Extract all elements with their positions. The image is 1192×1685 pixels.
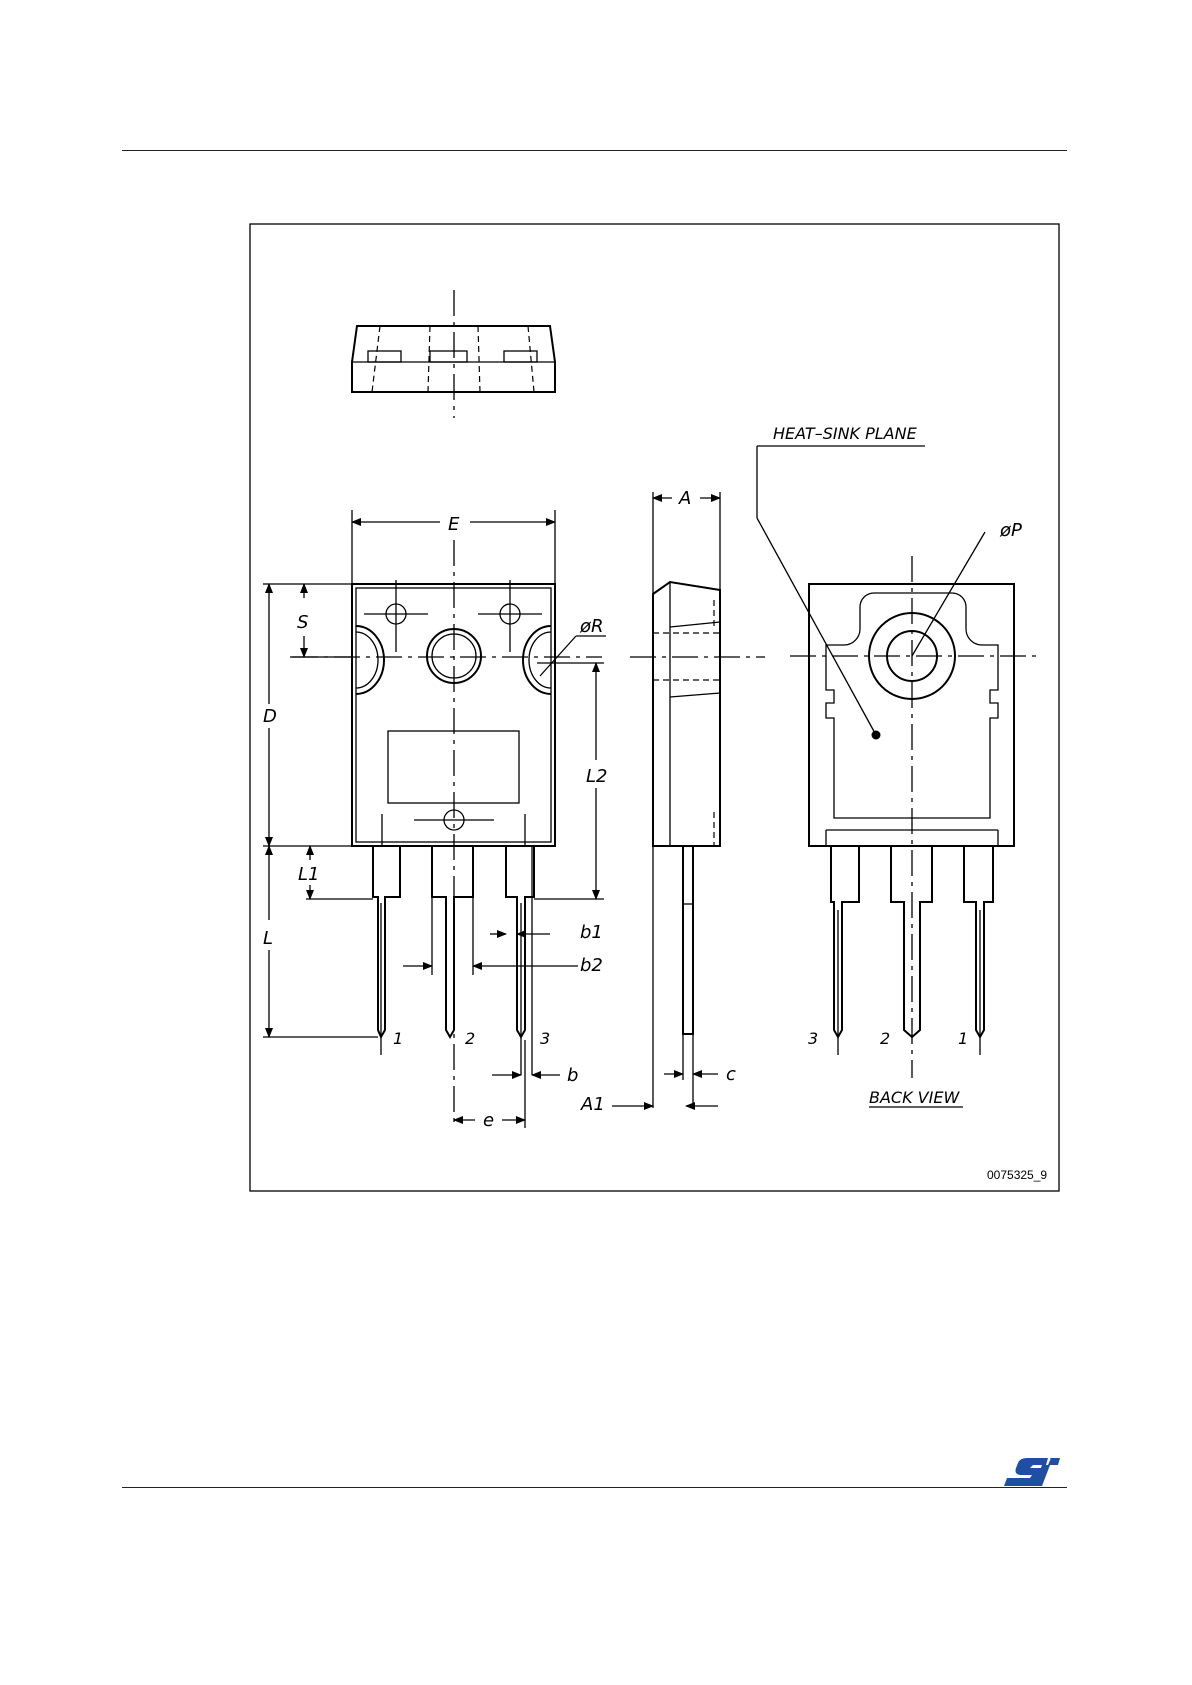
dim-label-L2: L2 bbox=[586, 766, 607, 787]
dim-label-A: A bbox=[678, 488, 691, 509]
dim-label-A1: A1 bbox=[580, 1094, 605, 1115]
dim-label-L1: L1 bbox=[298, 864, 319, 885]
back-view-label: BACK VIEW bbox=[869, 1088, 960, 1107]
dim-label-e: e bbox=[483, 1110, 494, 1131]
st-logo bbox=[1004, 1458, 1060, 1486]
front-pin-2: 2 bbox=[465, 1029, 475, 1048]
dim-label-D: D bbox=[263, 706, 277, 727]
back-view: HEAT–SINK PLANE øP 3 2 1 BACK VIEW bbox=[757, 424, 1040, 1107]
dim-label-R: øR bbox=[579, 616, 604, 637]
dim-label-b: b bbox=[567, 1065, 578, 1086]
back-pin-3: 3 bbox=[808, 1029, 818, 1048]
figure-code: 0075325_9 bbox=[987, 1168, 1047, 1182]
top-view bbox=[352, 290, 555, 418]
dim-label-b2: b2 bbox=[580, 955, 603, 976]
front-pin-1: 1 bbox=[393, 1029, 403, 1048]
dim-label-L: L bbox=[263, 928, 273, 949]
dim-label-b1: b1 bbox=[580, 922, 603, 943]
heat-sink-label: HEAT–SINK PLANE bbox=[773, 424, 918, 443]
dim-label-E: E bbox=[448, 514, 460, 535]
front-pin-3: 3 bbox=[540, 1029, 550, 1048]
figure-frame bbox=[250, 224, 1059, 1191]
dim-label-P: øP bbox=[999, 520, 1022, 541]
dim-label-c: c bbox=[726, 1064, 736, 1085]
back-pin-2: 2 bbox=[880, 1029, 890, 1048]
dim-label-S: S bbox=[297, 612, 308, 633]
front-view bbox=[292, 540, 602, 1128]
back-pin-1: 1 bbox=[958, 1029, 968, 1048]
side-view: A c A1 bbox=[580, 488, 765, 1115]
